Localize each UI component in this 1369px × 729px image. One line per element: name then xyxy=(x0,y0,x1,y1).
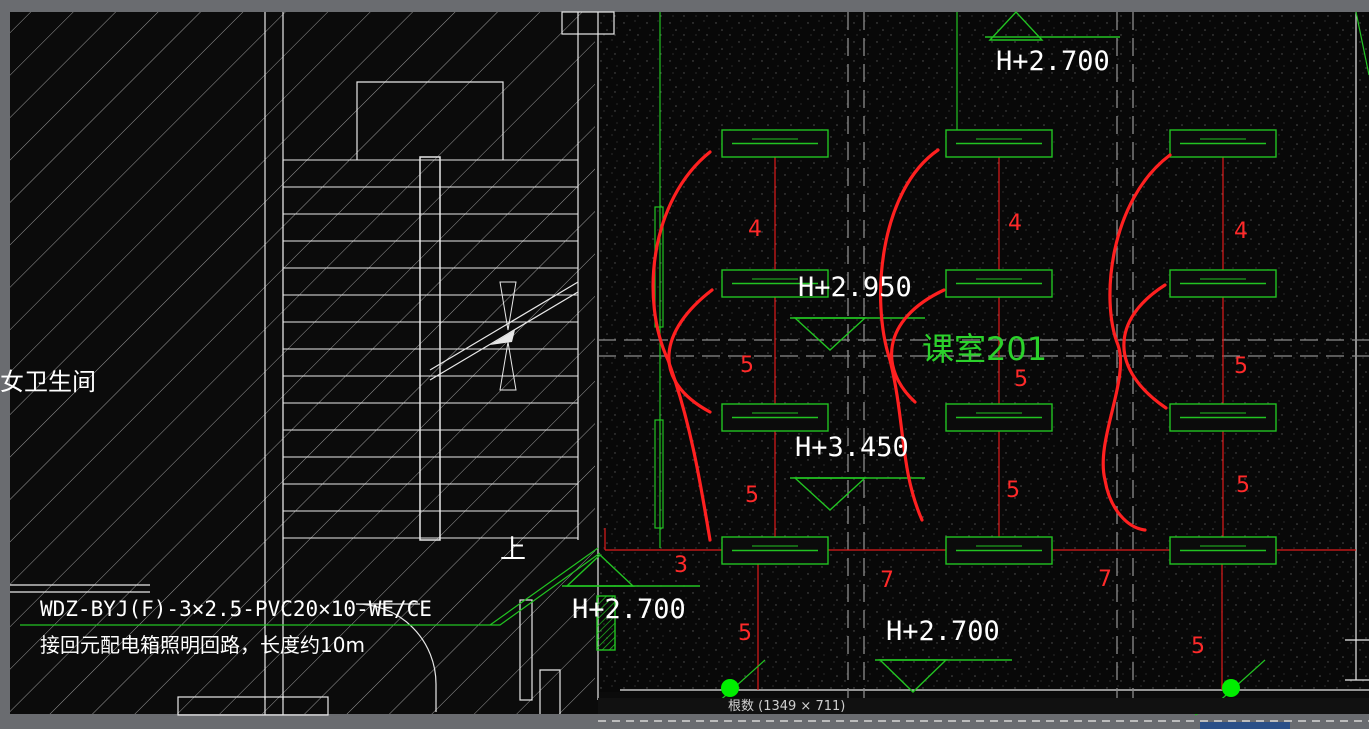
left-room-label: 女卫生间 xyxy=(0,368,96,396)
wire-count: 4 xyxy=(748,217,762,242)
wire-count: 5 xyxy=(1191,634,1205,659)
elevation-label-top: H+2.700 xyxy=(996,46,1110,77)
fluorescent-lamp-icon xyxy=(721,536,829,565)
wire-count: 3 xyxy=(674,553,688,578)
fluorescent-lamp-icon xyxy=(1169,269,1277,298)
status-readout: 根数 (1349 × 711) xyxy=(728,699,845,714)
fluorescent-lamp-icon xyxy=(721,403,829,432)
wire-note: 接回元配电箱照明回路，长度约10m xyxy=(40,633,365,657)
fluorescent-lamp-icon xyxy=(945,536,1053,565)
wire-count-labels: 4 5 5 4 5 5 4 5 5 3 7 7 5 5 xyxy=(674,211,1250,659)
fluorescent-lamp-icon xyxy=(945,403,1053,432)
wire-count: 5 xyxy=(745,483,759,508)
fluorescent-lamp-icon xyxy=(1169,129,1277,158)
green-conduits xyxy=(20,11,1369,626)
room-label: 课室201 xyxy=(922,330,1047,368)
wire-count: 5 xyxy=(1014,367,1028,392)
wire-count: 4 xyxy=(1234,219,1248,244)
wire-count: 5 xyxy=(1006,478,1020,503)
stair-up-label: 上 xyxy=(500,535,526,565)
wire-count: 5 xyxy=(1234,354,1248,379)
classroom-floor xyxy=(598,12,1369,692)
staircase xyxy=(282,159,578,540)
wire-count: 4 xyxy=(1008,211,1022,236)
wire-count: 5 xyxy=(740,353,754,378)
elevation-label-3450: H+3.450 xyxy=(795,432,909,463)
axis-gridlines xyxy=(598,12,1369,700)
stair-handrail xyxy=(419,156,579,541)
wire-count: 5 xyxy=(738,621,752,646)
hatched-wall-region xyxy=(10,12,595,714)
wire-count: 5 xyxy=(1236,473,1250,498)
elevation-label-2950: H+2.950 xyxy=(798,272,912,303)
junction-node-right[interactable] xyxy=(1222,679,1240,697)
wire-spec: WDZ-BYJ(F)-3×2.5-PVC20×10-WE/CE xyxy=(40,597,432,621)
fluorescent-lamp-icon xyxy=(945,269,1053,298)
fluorescent-lamp-icon xyxy=(945,129,1053,158)
elevation-label-bottom: H+2.700 xyxy=(886,616,1000,647)
fluorescent-lamp-icon xyxy=(721,269,829,298)
fluorescent-lamp-icon xyxy=(1169,536,1277,565)
junction-node-left[interactable] xyxy=(721,679,739,697)
hand-drawn-markup xyxy=(651,148,1172,542)
drawing-text: H+2.700 H+2.950 H+3.450 H+2.700 H+2.700 … xyxy=(0,46,1110,657)
fluorescent-lamp-icon xyxy=(1169,403,1277,432)
elevation-label-left: H+2.700 xyxy=(572,594,686,625)
wire-count: 7 xyxy=(880,568,894,593)
lamp-fixtures xyxy=(721,129,1277,565)
elevation-markers xyxy=(562,10,1120,693)
junction-nodes xyxy=(714,659,1266,716)
wire-count: 7 xyxy=(1098,567,1112,592)
fluorescent-lamp-icon xyxy=(721,129,829,158)
status-bar: 根数 (1349 × 711) xyxy=(598,698,1369,729)
